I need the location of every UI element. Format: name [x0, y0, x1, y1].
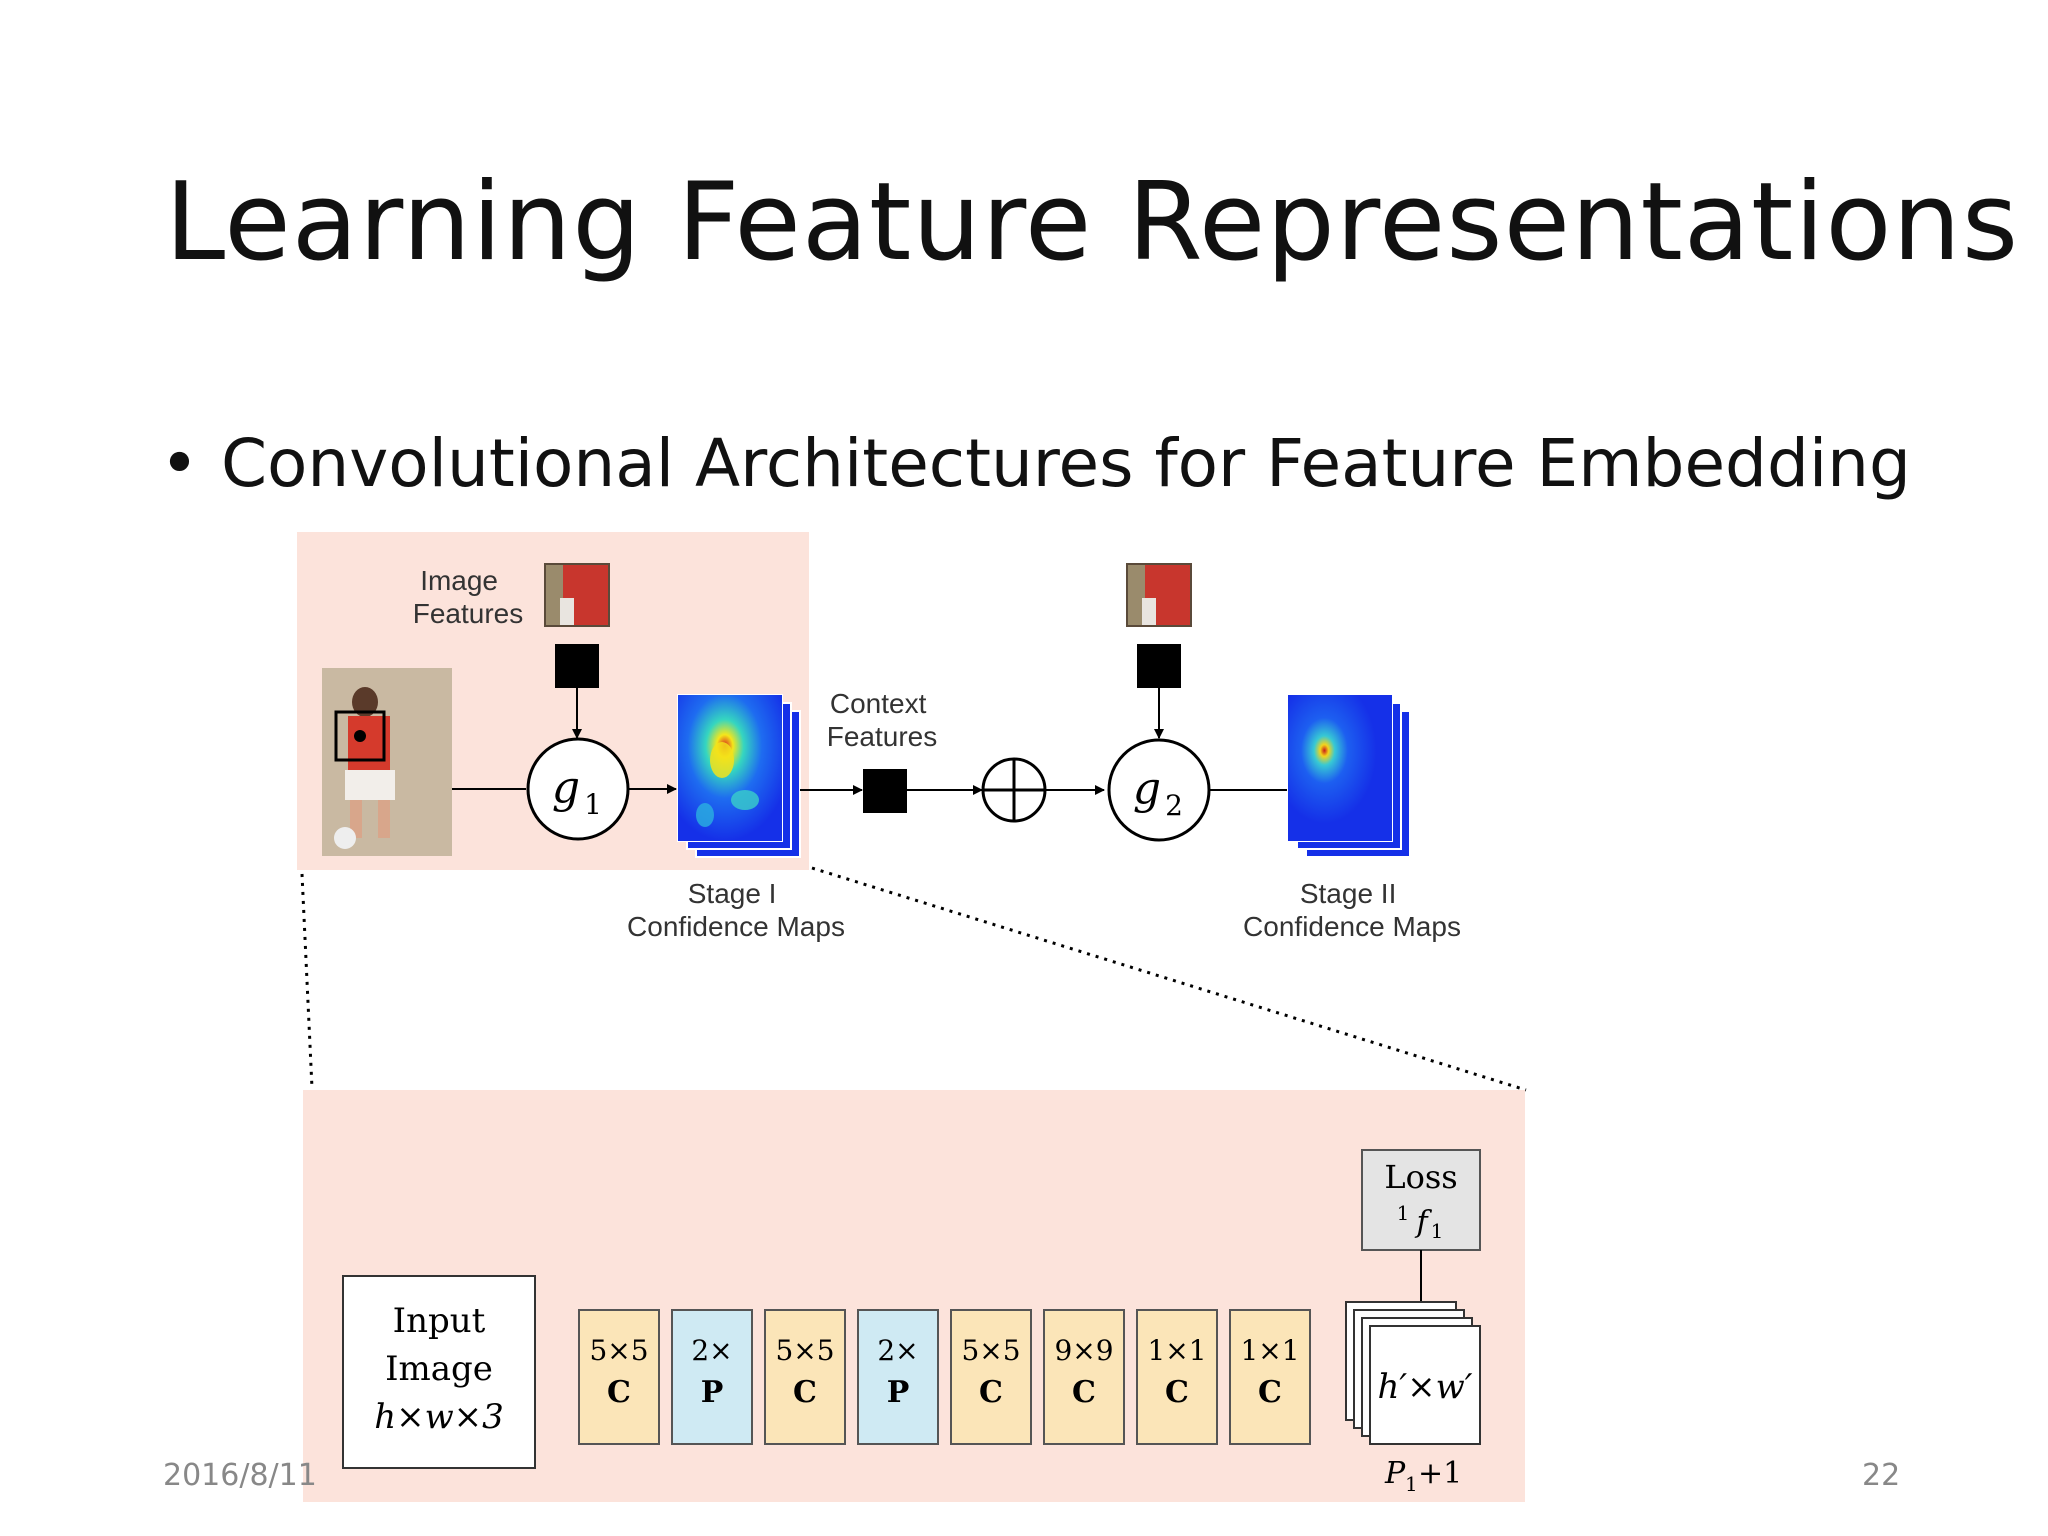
slide-title: Learning Feature Representations: [165, 160, 2020, 285]
g1-node: g 1: [526, 737, 630, 841]
layer-type-label: C: [1258, 1375, 1282, 1410]
layer-stack: 5×5C2×P5×5C2×P5×5C9×9C1×1C1×1C: [578, 1309, 1311, 1445]
sum-node: [981, 757, 1047, 823]
input-photo: [322, 668, 452, 856]
stage1-maps-label: Stage I Confidence Maps: [627, 878, 845, 942]
stage2-confidence-maps: [1287, 694, 1411, 858]
svg-text:Input: Input: [393, 1301, 486, 1341]
layer-type-label: P: [701, 1375, 724, 1410]
input-image-box: Input Image h×w×3: [342, 1275, 536, 1469]
context-feature-block: [863, 769, 907, 813]
layer-conv-5: 5×5C: [950, 1309, 1032, 1445]
layer-type-label: C: [979, 1375, 1003, 1410]
layer-size-label: 1×1: [1240, 1334, 1299, 1367]
context-features-label: Context Features: [827, 688, 938, 752]
output-belief-maps: h′×w′: [1345, 1301, 1481, 1445]
layer-conv-7: 1×1C: [1136, 1309, 1218, 1445]
svg-text:1: 1: [1405, 1472, 1418, 1496]
svg-text:g: g: [552, 762, 580, 813]
svg-text:h′×w′: h′×w′: [1378, 1367, 1473, 1407]
bullet-dot: •: [160, 425, 199, 502]
layer-size-label: 1×1: [1147, 1334, 1206, 1367]
image-feature-patch-1: [544, 563, 610, 627]
layer-size-label: 5×5: [775, 1334, 834, 1367]
layer-type-label: P: [887, 1375, 910, 1410]
stage2-maps-label: Stage II Confidence Maps: [1243, 878, 1461, 942]
feature-block-1: [555, 644, 599, 688]
svg-text:1: 1: [584, 788, 602, 821]
svg-text:Loss: Loss: [1384, 1158, 1457, 1196]
layer-conv-3: 5×5C: [764, 1309, 846, 1445]
loss-box: Loss 1 f 1: [1361, 1149, 1481, 1251]
layer-size-label: 2×: [691, 1334, 732, 1367]
layer-pool-4: 2× P: [857, 1309, 939, 1445]
svg-text:h×w×3: h×w×3: [374, 1397, 504, 1437]
slide-date: 2016/8/11: [163, 1458, 317, 1493]
layer-pool-2: 2× P: [671, 1309, 753, 1445]
layer-type-label: C: [793, 1375, 817, 1410]
svg-text:g: g: [1133, 763, 1161, 814]
zoom-line-left: [300, 873, 314, 1089]
svg-text:Image: Image: [385, 1349, 493, 1389]
g2-node: g 2: [1107, 738, 1211, 842]
svg-text:+1: +1: [1418, 1456, 1462, 1491]
layer-size-label: 2×: [877, 1334, 918, 1367]
page-number: 22: [1862, 1458, 1901, 1493]
layer-size-label: 9×9: [1054, 1334, 1113, 1367]
output-count-label: P 1 +1: [1384, 1456, 1462, 1496]
layer-type-label: C: [1165, 1375, 1189, 1410]
layer-size-label: 5×5: [961, 1334, 1020, 1367]
svg-text:P: P: [1384, 1456, 1406, 1491]
svg-text:2: 2: [1165, 789, 1183, 822]
zoom-line-right: [811, 866, 1527, 1092]
svg-text:1: 1: [1397, 1201, 1410, 1225]
layer-conv-8: 1×1C: [1229, 1309, 1311, 1445]
layer-conv-1: 5×5C: [578, 1309, 660, 1445]
feature-block-2: [1137, 644, 1181, 688]
image-feature-patch-2: [1126, 563, 1192, 627]
image-features-label: Image Features: [413, 565, 524, 629]
layer-size-label: 5×5: [589, 1334, 648, 1367]
layer-conv-6: 9×9C: [1043, 1309, 1125, 1445]
bullet-text: Convolutional Architectures for Feature …: [220, 425, 1911, 502]
layer-type-label: C: [607, 1375, 631, 1410]
layer-type-label: C: [1072, 1375, 1096, 1410]
bullet-item: • Convolutional Architectures for Feature…: [160, 425, 1911, 502]
stage1-confidence-maps: [677, 694, 801, 858]
svg-text:1: 1: [1431, 1219, 1444, 1243]
